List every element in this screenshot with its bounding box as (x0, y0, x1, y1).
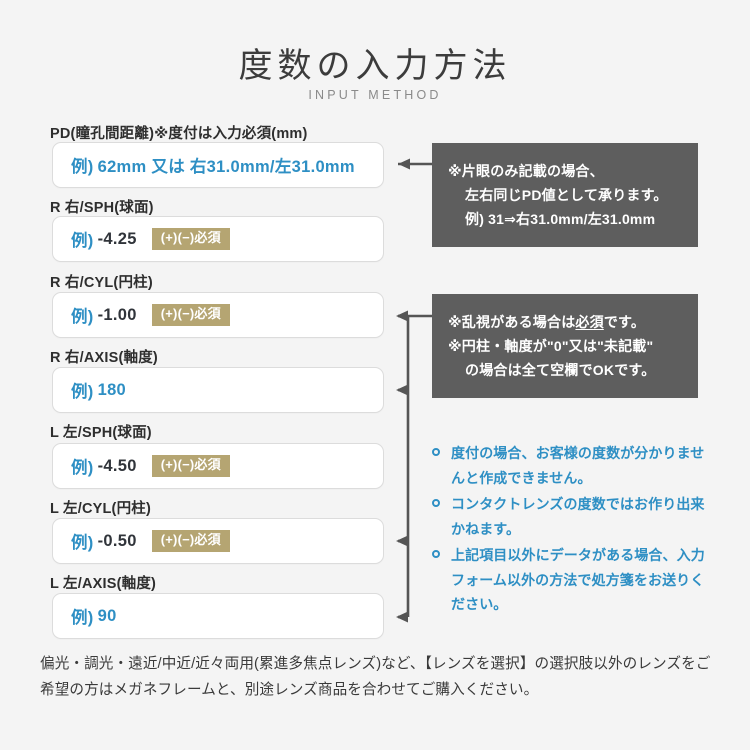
note-box-pd: ※片眼のみ記載の場合、 左右同じPD値として承ります。 例) 31⇒右31.0m… (432, 143, 698, 248)
field-label-r-axis: R 右/AXIS(軸度) (50, 350, 158, 366)
input-l-axis[interactable]: 例) 90 (52, 593, 384, 639)
note-line: ※円柱・軸度が"0"又は"未記載" (448, 338, 654, 355)
placeholder-value: -0.50 (97, 531, 137, 550)
note-text: ※乱視がある場合は (448, 314, 576, 330)
required-badge: (+)(−)必須 (151, 304, 230, 326)
field-label-pd: PD(瞳孔間距離)※度付は入力必須(mm) (50, 126, 308, 142)
field-label-r-sph: R 右/SPH(球面) (50, 200, 154, 216)
circle-bullet-icon (432, 549, 440, 558)
list-item-text: 度付の場合、お客様の度数が分かりませんと作成できません。 (451, 445, 705, 486)
note-line: 例) 31⇒右31.0mm/左31.0mm (465, 211, 656, 228)
input-r-sph[interactable]: 例) -4.25 (+)(−)必須 (52, 216, 384, 262)
required-badge: (+)(−)必須 (151, 530, 230, 552)
placeholder-value: 180 (97, 380, 127, 399)
field-label-l-sph: L 左/SPH(球面) (50, 425, 152, 441)
required-badge: (+)(−)必須 (151, 455, 230, 477)
note-emphasis: 必須 (575, 314, 604, 330)
placeholder-value: 90 (97, 606, 117, 625)
input-r-cyl[interactable]: 例) -1.00 (+)(−)必須 (52, 292, 384, 338)
list-item: 度付の場合、お客様の度数が分かりませんと作成できません。 (432, 441, 712, 491)
placeholder-prefix: 例) (71, 232, 94, 250)
input-pd[interactable]: 例) 62mm 又は 右31.0mm/左31.0mm (52, 142, 384, 188)
placeholder-prefix: 例) (71, 383, 94, 401)
placeholder-prefix: 例) (71, 459, 94, 477)
placeholder-value: -4.50 (97, 456, 137, 475)
list-item: 上記項目以外にデータがある場合、入力フォーム以外の方法で処方箋をお送りください。 (432, 543, 712, 618)
note-line: 左右同じPD値として承ります。 (465, 187, 668, 204)
placeholder-prefix: 例) (71, 534, 94, 552)
input-l-cyl[interactable]: 例) -0.50 (+)(−)必須 (52, 518, 384, 564)
note-line: の場合は全て空欄でOKです。 (465, 362, 656, 379)
page-title: 度数の入力方法 (238, 47, 512, 85)
placeholder-value: -1.00 (97, 305, 137, 324)
note-box-cyl-axis: ※乱視がある場合は必須です。 ※円柱・軸度が"0"又は"未記載" の場合は全て空… (432, 294, 698, 399)
placeholder-value: 62mm 又は 右31.0mm/左31.0mm (97, 158, 355, 176)
circle-bullet-icon (432, 448, 440, 456)
note-line: ※片眼のみ記載の場合、 (448, 163, 604, 179)
circle-bullet-icon (432, 498, 440, 507)
placeholder-prefix: 例) (71, 609, 94, 627)
list-item: コンタクトレンズの度数ではお作り出来かねます。 (432, 492, 712, 542)
field-label-l-axis: L 左/AXIS(軸度) (50, 576, 157, 592)
note-line: ※乱視がある場合は必須です。 (448, 310, 684, 334)
input-r-axis[interactable]: 例) 180 (52, 367, 384, 413)
field-label-l-cyl: L 左/CYL(円柱) (50, 501, 152, 517)
page-subtitle: INPUT METHOD (308, 88, 442, 102)
field-label-r-cyl: R 右/CYL(円柱) (50, 275, 153, 291)
placeholder-value: -4.25 (97, 229, 137, 248)
placeholder-prefix: 例) (71, 308, 94, 326)
footer-note: 偏光・調光・遠近/中近/近々両用(累進多焦点レンズ)など、【レンズを選択】の選択… (40, 656, 711, 698)
input-l-sph[interactable]: 例) -4.50 (+)(−)必須 (52, 443, 384, 489)
placeholder-prefix: 例) (71, 158, 94, 176)
list-item-text: 上記項目以外にデータがある場合、入力フォーム以外の方法で処方箋をお送りください。 (451, 546, 705, 613)
note-text: です。 (603, 314, 646, 330)
notice-list: 度付の場合、お客様の度数が分かりませんと作成できません。 コンタクトレンズの度数… (432, 441, 712, 618)
required-badge: (+)(−)必須 (151, 228, 230, 250)
list-item-text: コンタクトレンズの度数ではお作り出来かねます。 (451, 495, 705, 537)
